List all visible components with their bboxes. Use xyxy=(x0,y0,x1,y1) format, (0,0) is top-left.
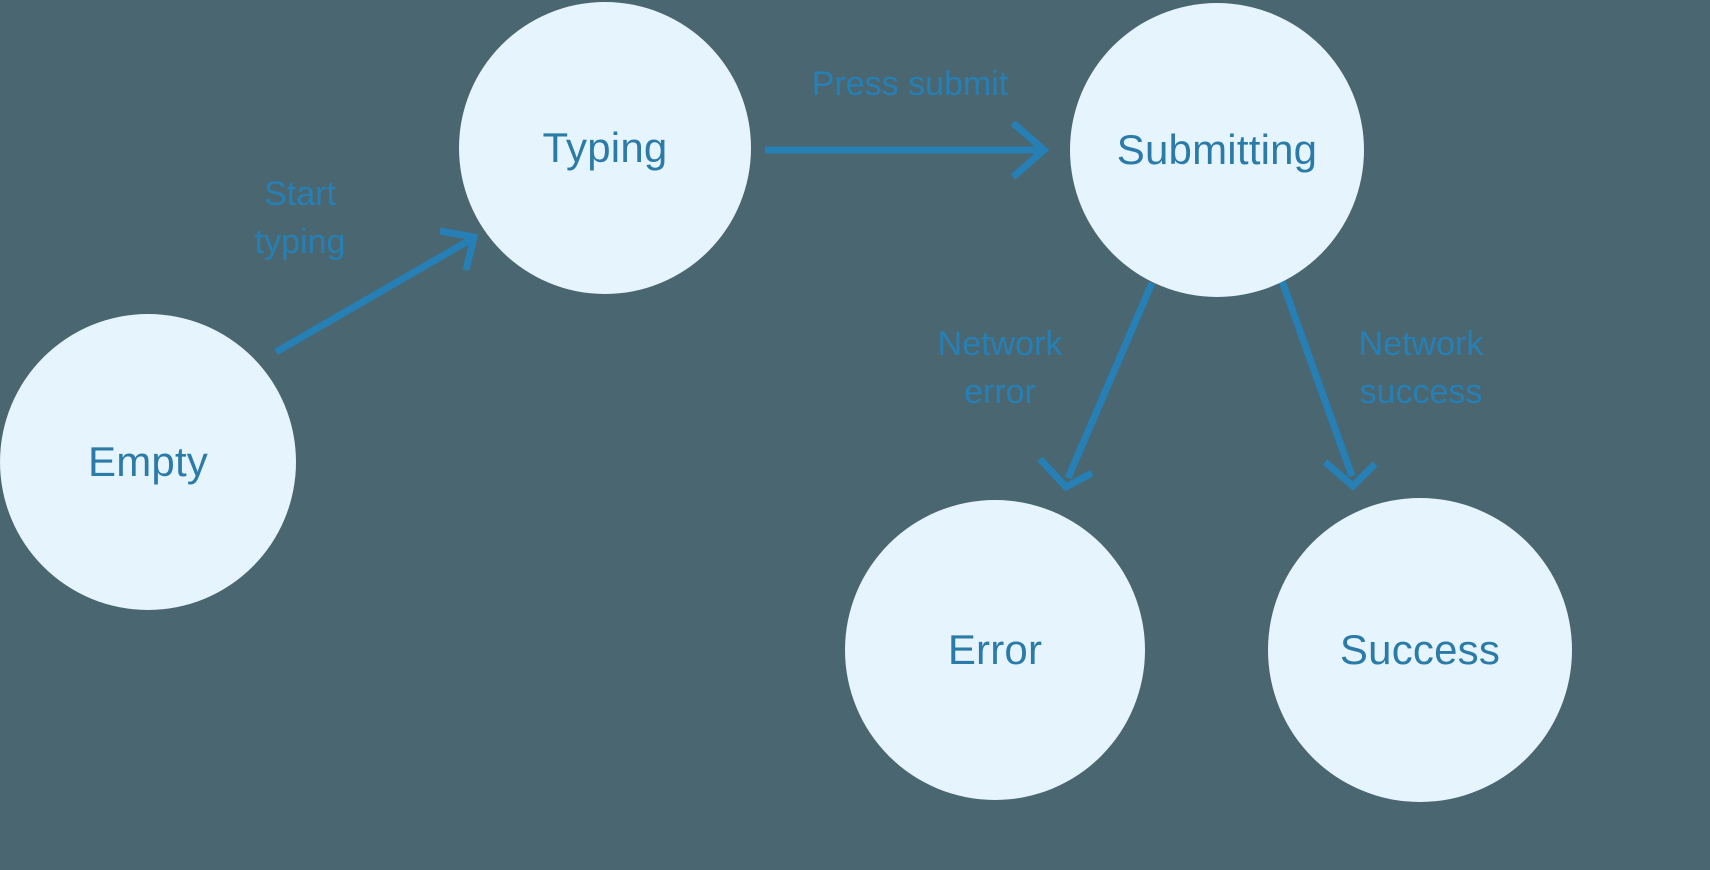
state-node-error[interactable]: Error xyxy=(845,500,1145,800)
state-node-typing[interactable]: Typing xyxy=(459,2,751,294)
state-node-empty[interactable]: Empty xyxy=(0,314,296,610)
edge-submitting-to-success xyxy=(1278,279,1378,491)
state-node-error-label: Error xyxy=(947,626,1043,673)
edge-submitting-to-error xyxy=(1037,281,1156,492)
state-node-submitting[interactable]: Submitting xyxy=(1070,3,1364,297)
state-node-empty-label: Empty xyxy=(87,438,209,485)
edge-empty-to-typing xyxy=(274,227,479,356)
edge-typing-to-submitting xyxy=(765,120,1050,180)
state-node-typing-label: Typing xyxy=(542,124,668,171)
state-node-success[interactable]: Success xyxy=(1268,498,1572,802)
state-node-success-label: Success xyxy=(1339,626,1501,673)
state-node-submitting-label: Submitting xyxy=(1116,126,1318,173)
